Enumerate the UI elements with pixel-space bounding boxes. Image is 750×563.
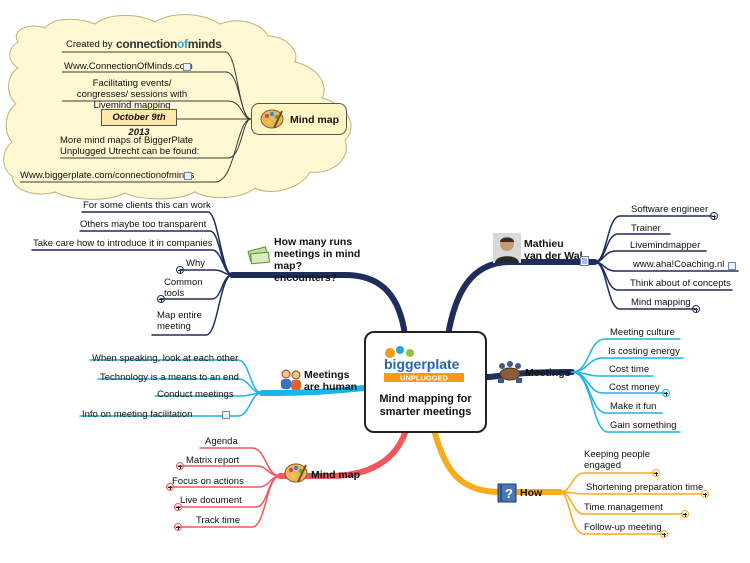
expand-icon[interactable] bbox=[176, 462, 184, 470]
meetings-title[interactable]: Meetings bbox=[525, 367, 571, 379]
list-item[interactable]: Think about of concepts bbox=[630, 278, 731, 289]
list-item[interactable]: Time management bbox=[584, 502, 663, 513]
palette-icon bbox=[284, 463, 308, 483]
list-item[interactable]: Live document bbox=[180, 495, 242, 506]
list-item[interactable]: For some clients this can work bbox=[83, 200, 211, 211]
expand-icon[interactable] bbox=[692, 305, 700, 313]
expand-icon[interactable] bbox=[166, 483, 174, 491]
people-icon bbox=[281, 369, 301, 390]
meeting-table-icon bbox=[498, 361, 522, 383]
list-item[interactable]: Keeping people engaged bbox=[584, 449, 651, 471]
expand-icon[interactable] bbox=[157, 295, 165, 303]
help-book-icon: ? bbox=[497, 483, 517, 503]
list-item[interactable]: Follow-up meeting bbox=[584, 522, 662, 533]
list-item[interactable]: Shortening preparation time bbox=[586, 482, 704, 493]
list-item[interactable]: Agenda bbox=[205, 436, 238, 447]
expand-icon[interactable] bbox=[660, 530, 668, 538]
central-topic[interactable]: biggerplate UNPLUGGED Mind mapping for s… bbox=[364, 331, 487, 433]
list-item[interactable]: Why bbox=[186, 258, 205, 269]
expand-icon[interactable] bbox=[174, 523, 182, 531]
list-item[interactable]: Mind mapping bbox=[631, 297, 691, 308]
list-item[interactable]: Livemindmapper bbox=[630, 240, 701, 251]
expand-icon[interactable] bbox=[174, 503, 182, 511]
list-item[interactable]: Gain something bbox=[610, 420, 677, 431]
svg-text:?: ? bbox=[505, 486, 513, 501]
cloud-shape bbox=[3, 14, 352, 200]
list-item[interactable]: Focus on actions bbox=[172, 476, 244, 487]
list-item[interactable]: When speaking, look at each other bbox=[92, 353, 239, 364]
list-item[interactable]: Take care how to introduce it in compani… bbox=[33, 238, 213, 249]
expand-icon[interactable] bbox=[176, 266, 184, 274]
expand-icon[interactable] bbox=[662, 389, 670, 397]
list-item[interactable]: Software engineer bbox=[631, 204, 709, 215]
list-item[interactable]: Others maybe too transparent bbox=[80, 219, 207, 230]
list-item[interactable]: Technology is a means to an end bbox=[100, 372, 239, 383]
list-item[interactable]: Meeting culture bbox=[610, 327, 675, 338]
hyperlink-icon[interactable] bbox=[222, 411, 230, 419]
how-title[interactable]: How bbox=[520, 487, 543, 499]
hyperlink-icon[interactable] bbox=[184, 172, 192, 180]
central-topic-title: Mind mapping for smarter meetings bbox=[379, 393, 472, 418]
aha-coaching-link[interactable]: www.aha!Coaching.nl bbox=[633, 259, 725, 270]
cloud-node-label: Mind map bbox=[290, 114, 339, 126]
more-maps-text: More mind maps of BiggerPlate Unplugged … bbox=[60, 135, 200, 157]
created-by-label: Created by bbox=[66, 39, 113, 50]
list-item[interactable]: Trainer bbox=[631, 223, 661, 234]
connectionofminds-link[interactable]: Www.ConnectionOfMinds.com bbox=[64, 61, 193, 72]
expand-icon[interactable] bbox=[681, 510, 689, 518]
list-item[interactable]: Common tools bbox=[164, 277, 203, 299]
mathieu-title[interactable]: Mathieu van der Wal bbox=[524, 238, 583, 262]
mathieu-photo bbox=[493, 233, 521, 263]
biggerplate-unplugged-logo: biggerplate UNPLUGGED bbox=[384, 346, 464, 383]
hyperlink-icon[interactable] bbox=[183, 63, 191, 71]
list-item[interactable]: Track time bbox=[196, 515, 240, 526]
facilitating-text: Facilitating events/ congresses/ session… bbox=[76, 78, 188, 111]
note-icon[interactable] bbox=[580, 256, 589, 266]
meetings-are-human-title[interactable]: Meetings are human bbox=[304, 369, 358, 393]
connection-of-minds-logo: connectionofminds bbox=[116, 37, 222, 51]
svg-text:biggerplate: biggerplate bbox=[384, 356, 460, 372]
list-item[interactable]: Info on meeting facilitation bbox=[82, 409, 193, 420]
expand-icon[interactable] bbox=[652, 469, 660, 477]
list-item[interactable]: Cost money bbox=[609, 382, 660, 393]
list-item[interactable]: Matrix report bbox=[186, 455, 240, 466]
hyperlink-icon[interactable] bbox=[728, 262, 736, 270]
biggerplate-link[interactable]: Www.biggerplate.com/connectionofminds bbox=[20, 170, 195, 181]
expand-icon[interactable] bbox=[710, 212, 718, 220]
list-item[interactable]: Cost time bbox=[609, 364, 650, 375]
date-label: October 9th 2013 bbox=[101, 109, 177, 138]
list-item[interactable]: Map entire meeting bbox=[157, 310, 202, 332]
svg-text:UNPLUGGED: UNPLUGGED bbox=[400, 374, 449, 383]
list-item[interactable]: Is costing energy bbox=[608, 346, 680, 357]
list-item[interactable]: Make it fun bbox=[610, 401, 657, 412]
money-icon bbox=[247, 246, 270, 265]
list-item[interactable]: Conduct meetings bbox=[157, 389, 234, 400]
expand-icon[interactable] bbox=[701, 490, 709, 498]
how-many-runs-title[interactable]: How many runs meetings in mind map? enco… bbox=[274, 236, 361, 284]
cloud-mind-map-node[interactable]: Mind map bbox=[251, 103, 347, 135]
mind-map-title[interactable]: Mind map bbox=[311, 469, 360, 481]
palette-icon bbox=[260, 109, 284, 129]
